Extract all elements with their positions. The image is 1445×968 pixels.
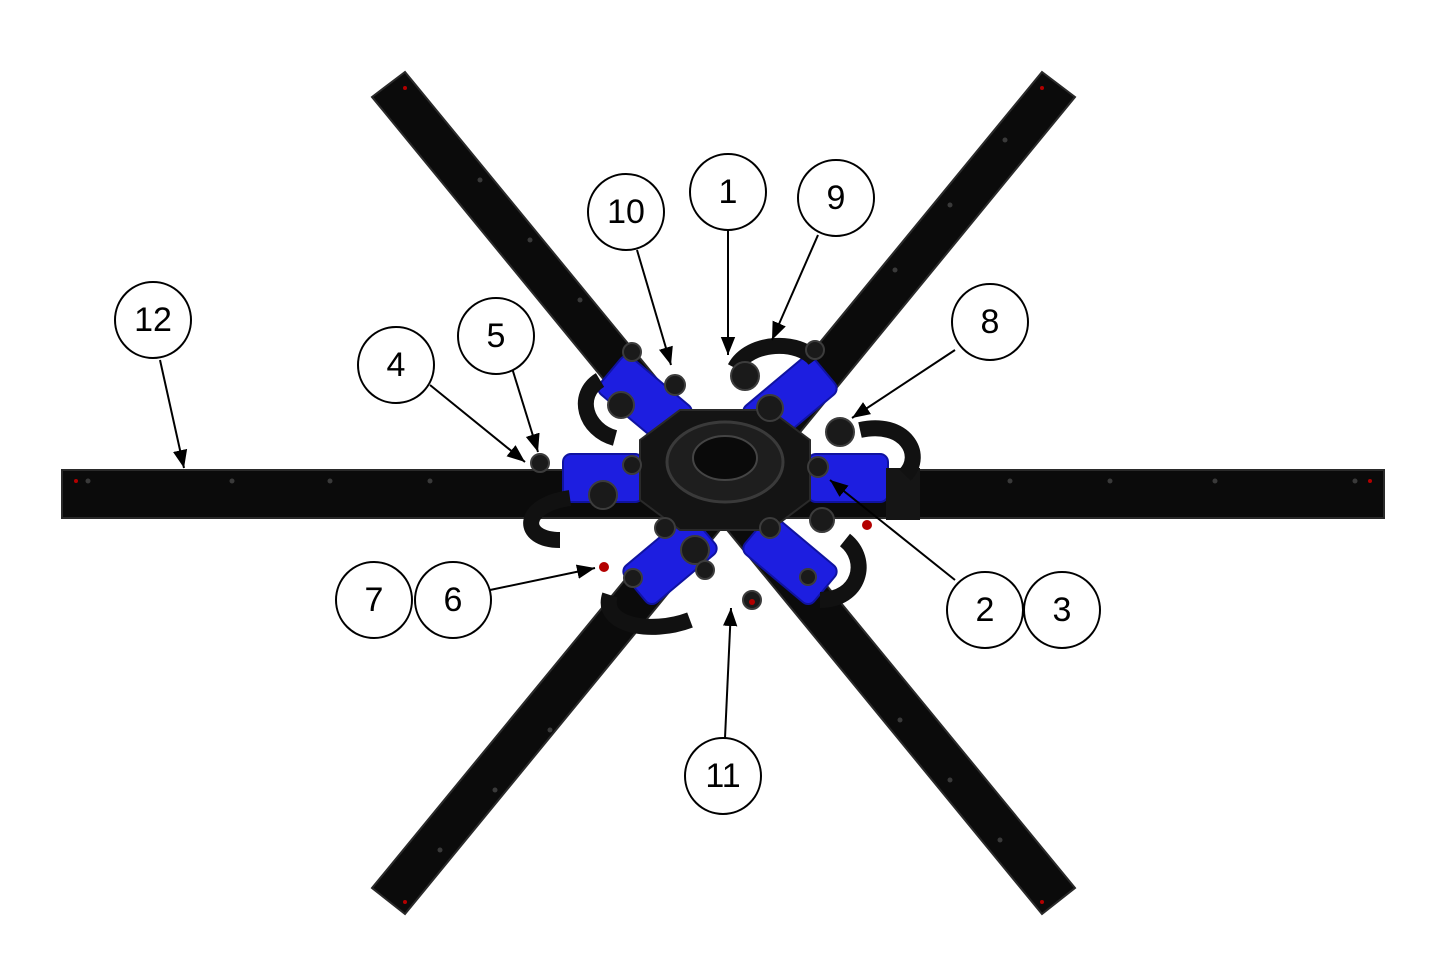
callout-6-label: 6 <box>444 581 463 619</box>
leader-9 <box>771 234 819 341</box>
fittings <box>530 340 855 610</box>
leader-6 <box>489 564 596 591</box>
callout-4: 4 <box>357 326 435 404</box>
callout-11-label: 11 <box>705 757 740 795</box>
callout-2-label: 2 <box>976 591 995 629</box>
callout-6: 6 <box>414 561 492 639</box>
leader-10 <box>636 249 673 366</box>
leader-5 <box>511 367 540 453</box>
callout-9: 9 <box>797 159 875 237</box>
callout-12: 12 <box>114 281 192 359</box>
central-hub <box>639 409 811 531</box>
hose-left <box>523 490 572 548</box>
callout-5: 5 <box>457 297 535 375</box>
callout-7: 7 <box>335 561 413 639</box>
callout-3-label: 3 <box>1053 591 1072 629</box>
leader-12 <box>159 359 188 469</box>
callout-11: 11 <box>684 737 762 815</box>
callout-2: 2 <box>946 571 1024 649</box>
callout-10: 10 <box>587 173 665 251</box>
hose-upper-left <box>577 373 618 446</box>
hose-lower-left <box>600 592 693 635</box>
callouts: 1 2 3 4 5 6 7 8 <box>114 153 1101 815</box>
callout-1-label: 1 <box>719 173 738 211</box>
hose-right <box>858 420 921 481</box>
callout-8: 8 <box>951 283 1029 361</box>
leader-lines <box>159 230 956 739</box>
leader-2 <box>829 479 956 581</box>
callout-5-label: 5 <box>487 317 506 355</box>
callout-10-label: 10 <box>607 193 645 231</box>
red-plugs <box>599 520 872 605</box>
hose-lower-right <box>819 533 867 608</box>
leader-8 <box>851 349 956 419</box>
callout-1: 1 <box>689 153 767 231</box>
hub-bore <box>692 435 758 481</box>
end-block-right <box>886 468 920 520</box>
callout-8-label: 8 <box>981 303 1000 341</box>
leader-4 <box>429 384 526 463</box>
callout-12-label: 12 <box>134 301 172 339</box>
callout-9-label: 9 <box>827 179 846 217</box>
callout-4-label: 4 <box>387 346 406 384</box>
leader-11 <box>722 607 738 739</box>
callout-3: 3 <box>1023 571 1101 649</box>
callout-7-label: 7 <box>365 581 384 619</box>
